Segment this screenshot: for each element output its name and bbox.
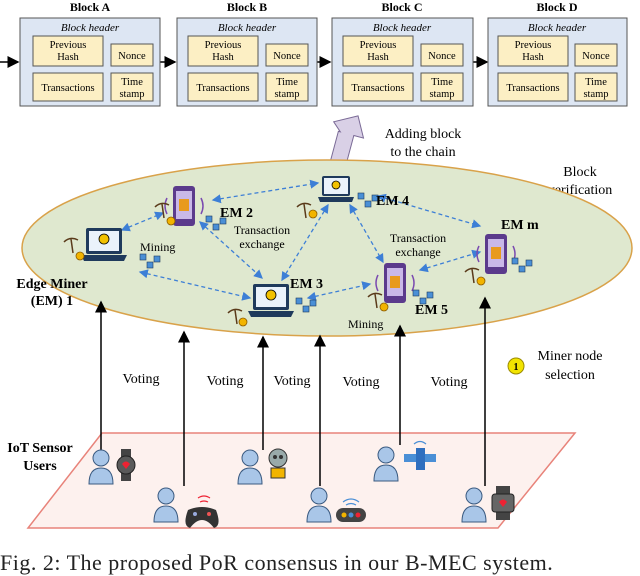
edge-miner-line1: Edge Miner xyxy=(16,277,87,292)
em4-label: EM 4 xyxy=(376,194,409,209)
iot-label-line1: IoT Sensor xyxy=(7,441,72,456)
block-d-title: Block D xyxy=(536,0,577,14)
step-1-badge xyxy=(507,357,525,375)
smartwatch-icon xyxy=(116,449,136,481)
speaker-icon xyxy=(336,498,366,522)
adding-block-arrow: Adding block to the chain xyxy=(327,115,462,174)
laptop-icon xyxy=(248,284,294,317)
gamepad-icon xyxy=(185,495,219,528)
tx-exchange-1b: exchange xyxy=(239,237,284,251)
tx-exchange-1a: Transaction xyxy=(234,223,290,237)
voting-label-1: Voting xyxy=(122,372,159,387)
water-valve-icon xyxy=(404,440,436,470)
mining-label-left: Mining xyxy=(140,240,175,254)
tx-exchange-2b: exchange xyxy=(395,245,440,259)
em5-label: EM 5 xyxy=(415,303,448,318)
block-b-header: Block header xyxy=(218,22,277,34)
link-em3-em4 xyxy=(281,203,329,282)
smartphone-icon xyxy=(375,263,415,303)
edge-miner-line2: (EM) 1 xyxy=(31,294,73,309)
em2-label: EM 2 xyxy=(220,206,253,221)
miner-selection-line1: Miner node xyxy=(538,349,603,364)
mining-label-bottom: Mining xyxy=(348,317,383,331)
block-c-header: Block header xyxy=(373,22,432,34)
smartphone-icon xyxy=(476,234,516,274)
link-em1-em2 xyxy=(120,211,165,232)
heart-monitor-icon xyxy=(491,486,515,520)
tx-exchange-2a: Transaction xyxy=(390,231,446,245)
block-a-nonce: Nonce xyxy=(118,51,146,62)
voting-label-4: Voting xyxy=(342,375,379,390)
voting-arrows xyxy=(95,296,491,486)
voting-label-2: Voting xyxy=(206,374,243,389)
transaction-links xyxy=(120,179,482,301)
emm-label: EM m xyxy=(501,218,539,233)
block-c-title: Block C xyxy=(381,0,422,14)
adding-block-line2: to the chain xyxy=(390,145,455,160)
smartphone-icon xyxy=(164,186,204,226)
block-d-tx: Transactions xyxy=(506,83,559,94)
block-b-tx: Transactions xyxy=(196,83,249,94)
link-em5-emm xyxy=(418,249,482,273)
block-a-title: Block A xyxy=(70,0,111,14)
pickaxe-icon xyxy=(63,202,480,325)
em3-label: EM 3 xyxy=(290,277,323,292)
block-d-header: Block header xyxy=(528,22,587,34)
cubes-icon xyxy=(139,192,533,313)
miner-selection-line2: selection xyxy=(545,368,595,383)
step-1-number: 1 xyxy=(514,362,519,373)
robot-icon xyxy=(268,448,288,479)
link-em4-em5 xyxy=(349,203,384,264)
link-em4-emm xyxy=(376,193,482,229)
iot-label-line2: Users xyxy=(23,459,57,474)
block-c-nonce: Nonce xyxy=(428,51,456,62)
miner-selection-label: 1 Miner node selection xyxy=(507,349,603,383)
link-em2-em4 xyxy=(211,179,320,204)
block-c-tx: Transactions xyxy=(351,83,404,94)
link-em3-em5 xyxy=(306,281,372,301)
block-verification-line1: Block xyxy=(563,165,596,180)
adding-block-line1: Adding block xyxy=(385,127,462,142)
block-a-tx: Transactions xyxy=(41,83,94,94)
block-a-header: Block header xyxy=(61,22,120,34)
block-b-nonce: Nonce xyxy=(273,51,301,62)
voting-label-3: Voting xyxy=(273,374,310,389)
block-d-nonce: Nonce xyxy=(582,51,610,62)
link-em1-em3 xyxy=(138,269,252,301)
user-icon xyxy=(88,446,487,523)
figure-caption: Fig. 2: The proposed PoR consensus in ou… xyxy=(0,550,554,575)
voting-label-5: Voting xyxy=(430,375,467,390)
block-b-title: Block B xyxy=(227,0,267,14)
laptop-icon xyxy=(318,176,354,202)
laptop-icon xyxy=(81,228,127,261)
coin-icon xyxy=(75,209,486,327)
